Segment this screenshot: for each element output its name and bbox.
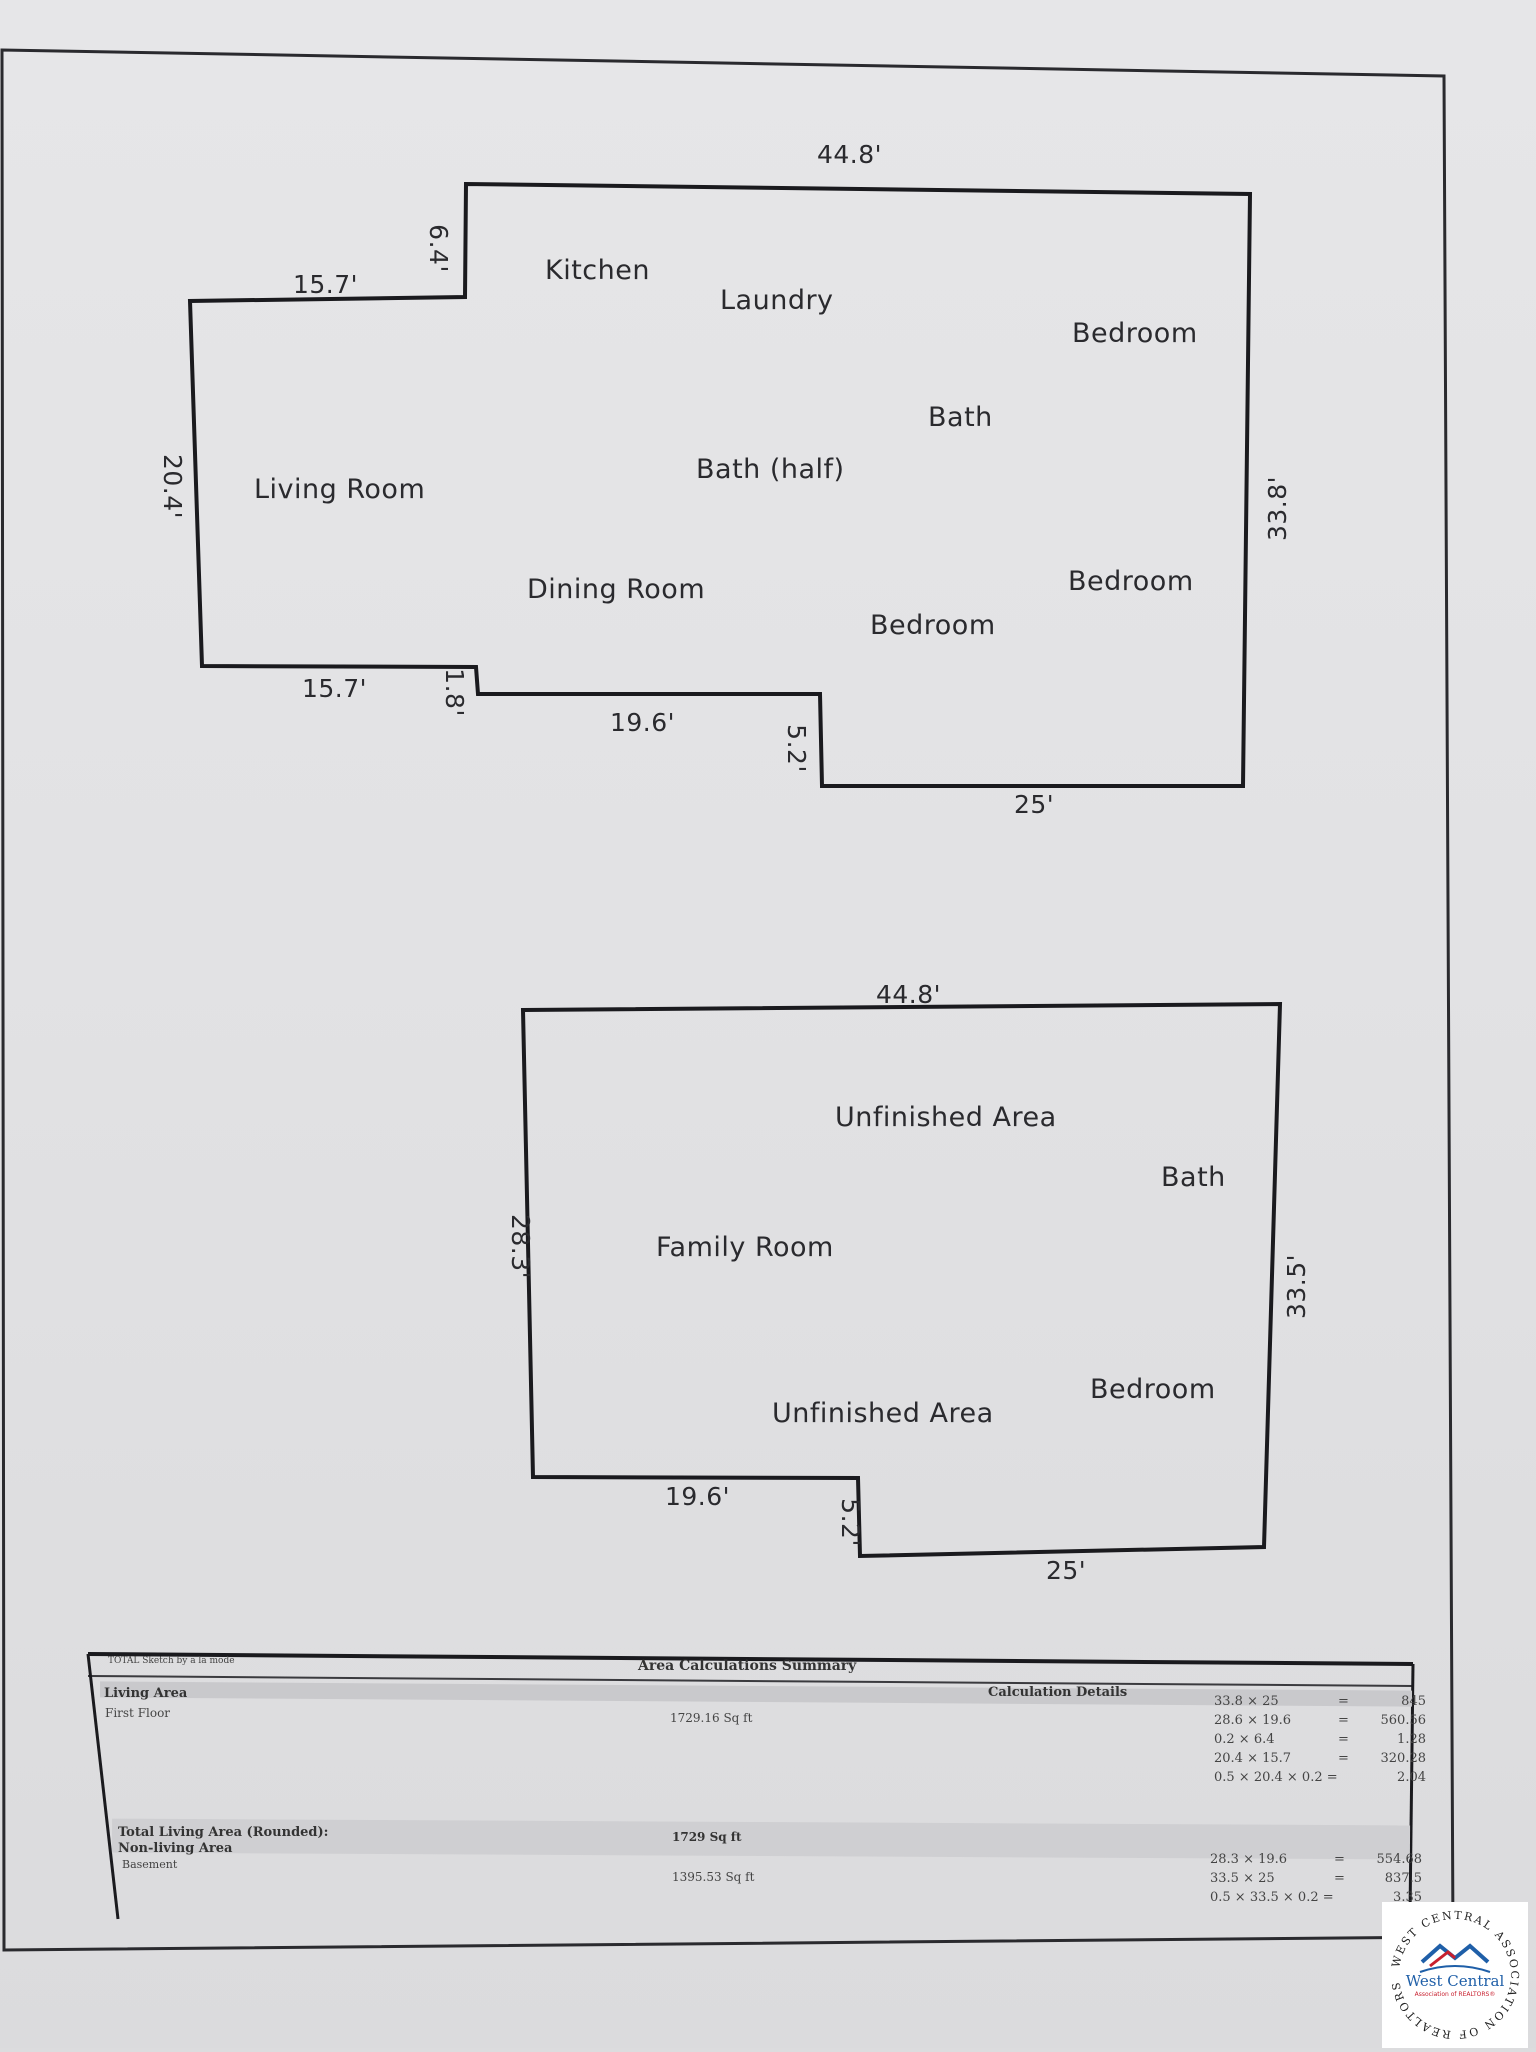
calc-equals: = [1338,1732,1349,1747]
dimension-label: 44.8' [817,140,883,169]
room-label-bath: Bath [928,402,993,433]
summary-sub-rule [87,1675,1414,1687]
summary-left-rule [86,1653,120,1920]
living-area-heading: Living Area [104,1686,188,1701]
calc-equals: = [1334,1871,1345,1886]
calc-result: 1.28 [1397,1732,1426,1747]
room-label-bedroom: Bedroom [1090,1374,1216,1405]
first-floor-outline [187,181,1253,788]
calc-expression: 28.3 × 19.6 [1210,1852,1288,1867]
calc-expression: 28.6 × 19.6 [1214,1713,1292,1728]
first-floor-area-value: 1729.16 Sq ft [670,1711,753,1725]
dimension-label: 28.3' [506,1213,536,1280]
calc-result: 3.35 [1393,1890,1422,1905]
dimension-label: 19.6' [610,708,676,737]
total-living-area-label: Total Living Area (Rounded): [118,1825,329,1840]
dimension-label: 19.6' [665,1482,731,1511]
calc-result: 2.04 [1397,1770,1426,1785]
summary-title: Area Calculations Summary [638,1658,857,1674]
room-label-bedroom: Bedroom [870,610,996,641]
room-label-family-room: Family Room [656,1232,834,1263]
calc-result: 320.28 [1380,1751,1427,1766]
logo-subtitle: Association of REALTORS® [1415,1991,1496,1998]
calc-equals: = [1338,1751,1349,1766]
calc-result: 560.56 [1380,1713,1427,1728]
dimension-label: 15.7' [293,270,359,299]
dimension-label: 5.2' [781,724,811,773]
sketch-software-note: TOTAL Sketch by a la mode [108,1656,235,1666]
room-label-laundry: Laundry [720,285,834,316]
summary-top-rule [87,1652,1414,1666]
room-label-bath: Bath [1161,1162,1226,1193]
dimension-label: 33.5' [1282,1253,1312,1320]
room-label-unfinished-area: Unfinished Area [772,1398,994,1429]
basement-outline [520,1001,1283,1559]
calc-result: 845 [1401,1694,1426,1709]
basement-label: Basement [122,1858,178,1871]
house-roof-icon [1419,1943,1491,1973]
calc-equals: = [1334,1852,1345,1867]
basement-area-value: 1395.53 Sq ft [672,1870,755,1884]
calc-expression: 33.5 × 25 [1210,1871,1275,1886]
dimension-label: 33.8' [1263,475,1293,542]
room-label-living-room: Living Room [254,474,426,505]
calc-expression: 20.4 × 15.7 [1214,1751,1292,1766]
room-label-kitchen: Kitchen [545,255,650,286]
room-label-bedroom: Bedroom [1068,566,1194,597]
calc-result: 837.5 [1384,1871,1422,1886]
room-label-unfinished-area: Unfinished Area [835,1102,1057,1133]
dimension-label: 25' [1014,790,1055,819]
dimension-label: 5.2' [835,1498,865,1547]
non-living-area-heading: Non-living Area [118,1841,233,1856]
dimension-label: 44.8' [876,980,942,1009]
calc-expression: 0.5 × 20.4 × 0.2 = [1214,1770,1338,1785]
summary-right-rule [1408,1663,1415,1916]
calc-expression: 33.8 × 25 [1214,1694,1279,1709]
dimension-label: 6.4' [423,224,453,273]
calc-equals: = [1338,1713,1349,1728]
calc-expression: 0.2 × 6.4 [1214,1732,1275,1747]
calc-expression: 0.5 × 33.5 × 0.2 = [1210,1890,1334,1905]
room-label-bath-half: Bath (half) [696,454,845,485]
total-living-area-value: 1729 Sq ft [672,1830,742,1844]
dimension-label: 15.7' [302,674,368,703]
association-logo: WEST CENTRAL ASSOCIATION OF REALTORS® We… [1376,1892,1528,2048]
dimension-label: 1.8' [439,668,469,717]
logo-name: West Central [1406,1972,1505,1990]
calc-equals: = [1338,1694,1349,1709]
first-floor-label: First Floor [105,1706,171,1720]
calculation-details-heading: Calculation Details [988,1685,1128,1700]
calc-result: 554.68 [1376,1852,1423,1867]
room-label-bedroom: Bedroom [1072,318,1198,349]
dimension-label: 25' [1046,1556,1087,1585]
dimension-label: 20.4' [158,453,188,520]
room-label-dining-room: Dining Room [527,574,706,605]
